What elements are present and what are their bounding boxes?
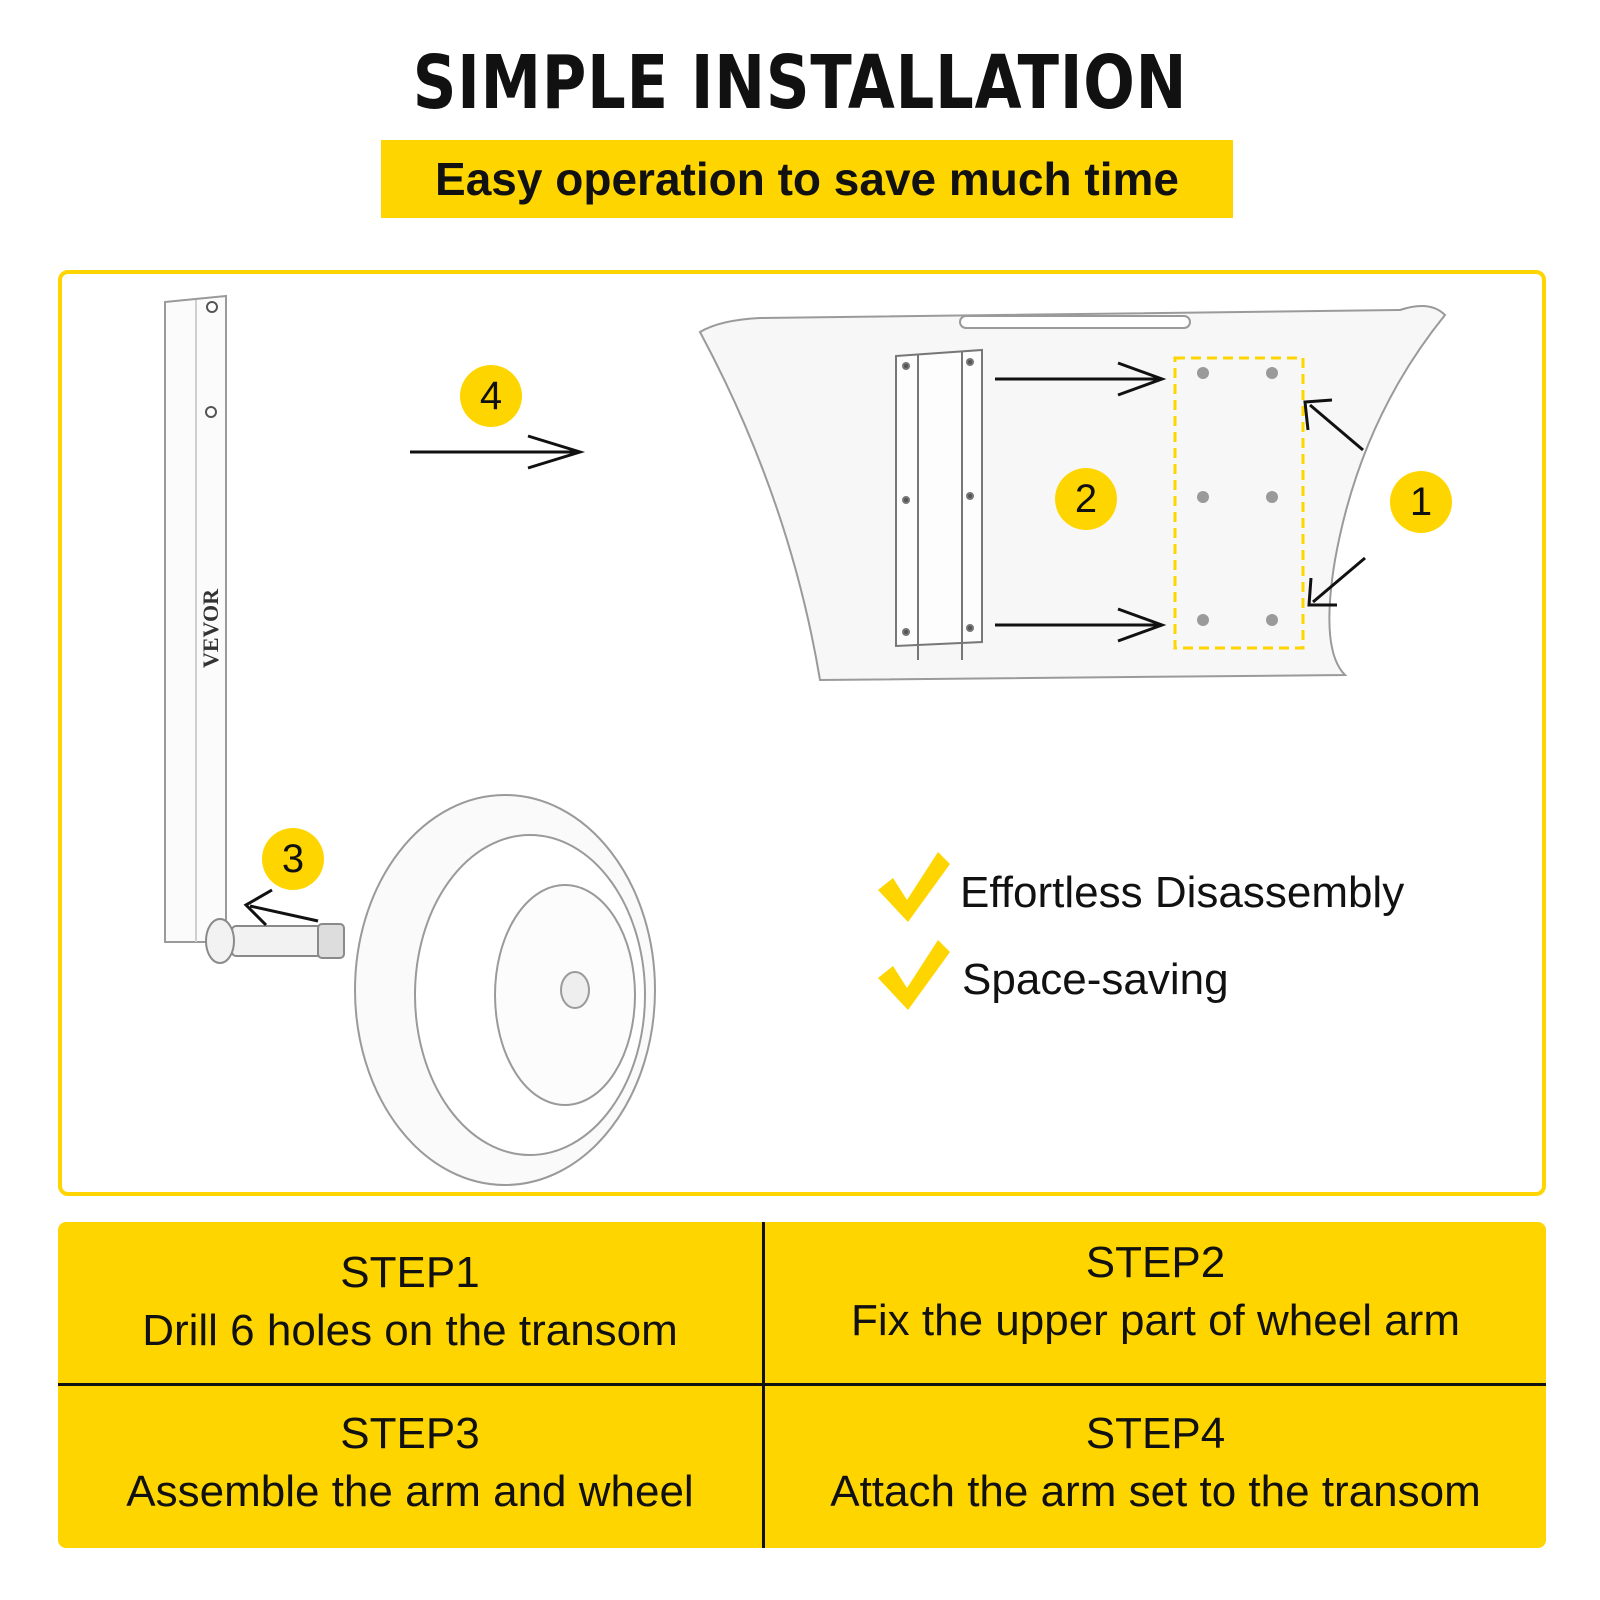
mounting-bracket <box>895 348 983 660</box>
steps-table: STEP1 Drill 6 holes on the transom STEP2… <box>58 1222 1546 1548</box>
drill-hole-area <box>1173 356 1305 650</box>
step-2: STEP2 Fix the upper part of wheel arm <box>765 1234 1546 1350</box>
wheel-axle <box>205 918 345 964</box>
feature-effortless-disassembly: Effortless Disassembly <box>960 868 1405 917</box>
arrows <box>243 361 1366 927</box>
arm-brand-label: VEVOR <box>198 588 223 668</box>
wheel <box>354 794 656 1186</box>
step-4-desc: Attach the arm set to the transom <box>830 1467 1481 1516</box>
feature-space-saving: Space-saving <box>962 955 1229 1004</box>
drill-holes <box>1197 367 1278 626</box>
step-2-desc: Fix the upper part of wheel arm <box>851 1296 1460 1345</box>
step-badge-2: 2 <box>1055 468 1117 530</box>
step-1-title: STEP1 <box>340 1248 480 1297</box>
step-4: STEP4 Attach the arm set to the transom <box>765 1405 1546 1521</box>
step-3-desc: Assemble the arm and wheel <box>126 1467 694 1516</box>
step-badge-4: 4 <box>460 365 522 427</box>
checkmark-icon <box>878 852 950 922</box>
step-1-desc: Drill 6 holes on the transom <box>142 1306 678 1355</box>
step-2-title: STEP2 <box>1085 1238 1226 1287</box>
step-4-title: STEP4 <box>1085 1409 1226 1458</box>
step-badge-1: 1 <box>1390 471 1452 533</box>
step-3: STEP3 Assemble the arm and wheel <box>58 1405 762 1521</box>
step-3-title: STEP3 <box>340 1409 480 1458</box>
checkmark-icon <box>878 940 950 1010</box>
page-title: SIMPLE INSTALLATION <box>412 40 1188 126</box>
step-1: STEP1 Drill 6 holes on the transom <box>58 1244 762 1360</box>
steps-divider-horizontal <box>58 1383 1546 1386</box>
subtitle-banner: Easy operation to save much time <box>381 140 1233 218</box>
step-badge-3: 3 <box>262 828 324 890</box>
